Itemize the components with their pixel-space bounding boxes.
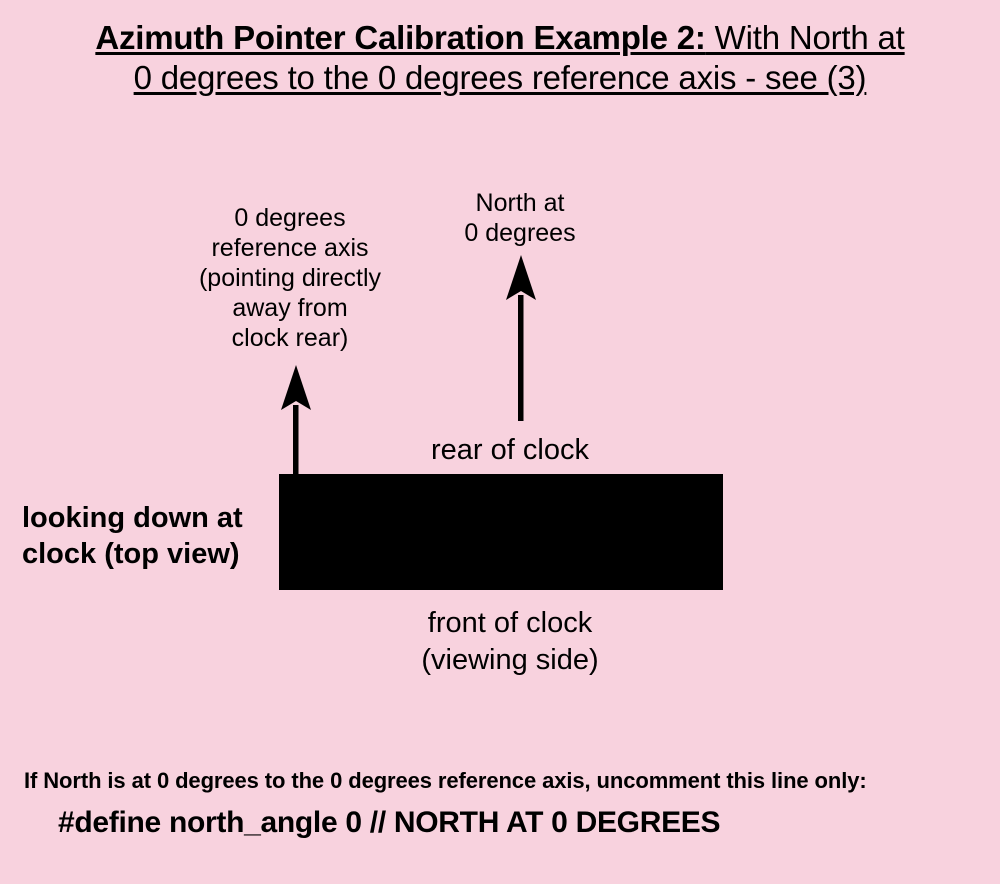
title-line-1: Azimuth Pointer Calibration Example 2: W… (0, 18, 1000, 58)
clock-body-rectangle (279, 474, 723, 590)
reference-axis-label: 0 degrees reference axis (pointing direc… (198, 204, 382, 352)
title-line-1-strong: Azimuth Pointer Calibration Example 2: (95, 19, 706, 56)
north-label: North at 0 degrees (464, 189, 576, 247)
top-view-label: looking down at clock (top view) (22, 502, 243, 570)
title-line-1-regular: With North at (705, 19, 905, 56)
page-title: Azimuth Pointer Calibration Example 2: W… (0, 18, 1000, 98)
front-of-clock-label: front of clock (viewing side) (421, 607, 599, 676)
title-line-2-text: 0 degrees to the 0 degrees reference axi… (133, 59, 867, 96)
reference-axis-arrow-icon (281, 365, 311, 477)
north-arrow-icon (506, 255, 536, 421)
code-define-line: #define north_angle 0 // NORTH AT 0 DEGR… (58, 806, 721, 839)
title-line-2: 0 degrees to the 0 degrees reference axi… (0, 58, 1000, 98)
rear-of-clock-label: rear of clock (431, 434, 589, 466)
instruction-note: If North is at 0 degrees to the 0 degree… (24, 768, 867, 793)
